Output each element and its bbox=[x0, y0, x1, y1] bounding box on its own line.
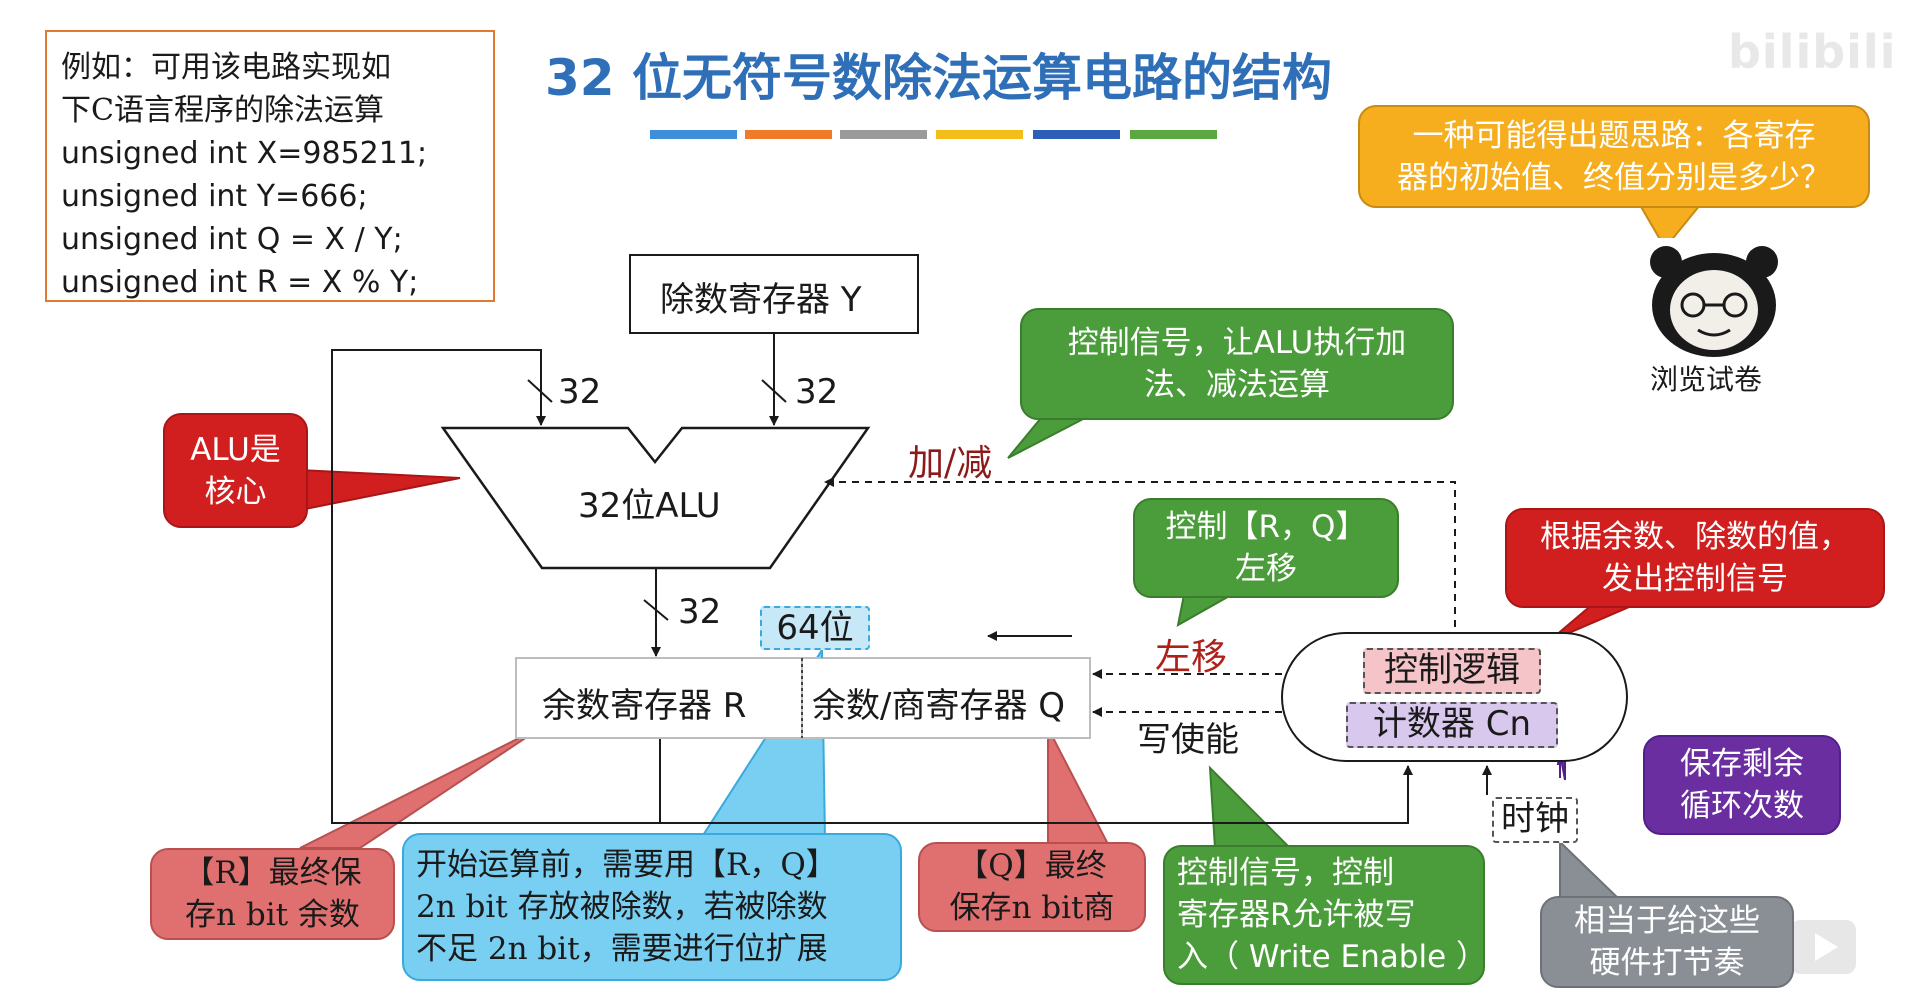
register-q-box bbox=[801, 657, 1091, 739]
code-line-2: 下C语言程序的除法运算 bbox=[61, 93, 384, 128]
alu-shape bbox=[440, 426, 871, 570]
control-logic-note-line-2: 发出控制信号 bbox=[1602, 561, 1788, 597]
rq-register-callout: 开始运算前，需要用【R，Q】 2n bit 存放被除数，若被除数 不足 2n b… bbox=[402, 833, 902, 981]
alu-core-line-2: 核心 bbox=[204, 473, 267, 510]
write-enable-label: 写使能 bbox=[1137, 720, 1239, 760]
width-right-label: 32 bbox=[795, 372, 839, 412]
alu-control-line-2: 法、减法运算 bbox=[1144, 367, 1330, 403]
panda-caption: 浏览试卷 bbox=[1650, 363, 1763, 396]
counter-feedback-line bbox=[332, 765, 1413, 824]
width-64-tag: 64位 bbox=[760, 606, 870, 650]
divisor-register-label: 除数寄存器 Y bbox=[660, 280, 862, 320]
alu-core-line-1: ALU是 bbox=[190, 431, 281, 468]
write-enable-line-1: 控制信号，控制 bbox=[1177, 855, 1394, 891]
watermark: bilibili bbox=[1728, 25, 1897, 79]
add-sub-label: 加/减 bbox=[908, 443, 993, 484]
write-enable-tail bbox=[1208, 765, 1293, 849]
clock-box: 时钟 bbox=[1492, 797, 1578, 843]
code-line-1: 例如：可用该电路实现如 bbox=[61, 50, 391, 85]
play-icon bbox=[1790, 920, 1856, 974]
control-logic-note-line-1: 根据余数、除数的值， bbox=[1540, 519, 1850, 555]
alu-core-tail bbox=[299, 468, 461, 512]
code-line-6: unsigned int R = X % Y; bbox=[61, 265, 419, 300]
r-note-tail bbox=[299, 724, 546, 849]
shift-left-label: 左移 bbox=[1155, 637, 1228, 678]
alu-core-callout: ALU是 核心 bbox=[163, 413, 308, 528]
quotient-register-label: 余数/商寄存器 Q bbox=[812, 686, 1066, 726]
control-to-alu-line bbox=[824, 477, 1456, 640]
question-line-2: 器的初始值、终值分别是多少？ bbox=[1397, 159, 1831, 196]
question-line-1: 一种可能得出题思路：各寄存 bbox=[1412, 117, 1816, 154]
width-out-label: 32 bbox=[678, 592, 722, 632]
q-register-callout: 【Q】最终 保存n bit商 bbox=[918, 842, 1146, 932]
counter-note-line-2: 循环次数 bbox=[1680, 788, 1804, 824]
control-logic-box: 控制逻辑 bbox=[1363, 648, 1541, 694]
code-line-3: unsigned int X=985211; bbox=[61, 136, 428, 171]
clock-note-tail bbox=[1559, 839, 1623, 901]
feedback-line bbox=[331, 349, 661, 824]
register-r-box bbox=[515, 657, 803, 739]
code-line-5: unsigned int Q = X / Y; bbox=[61, 222, 403, 257]
shift-control-callout: 控制【R，Q】 左移 bbox=[1133, 498, 1399, 598]
title-bar-1 bbox=[650, 130, 737, 139]
rq-note-line-3: 不足 2n bit，需要进行位扩展 bbox=[416, 931, 828, 967]
q-note-tail bbox=[1047, 727, 1112, 849]
title-bar-4 bbox=[936, 130, 1023, 139]
clock-note-line-2: 硬件打节奏 bbox=[1589, 945, 1745, 981]
title-bar-2 bbox=[745, 130, 832, 139]
alu-control-callout: 控制信号，让ALU执行加 法、减法运算 bbox=[1020, 308, 1454, 420]
code-line-4: unsigned int Y=666; bbox=[61, 179, 368, 214]
width-left-label: 32 bbox=[558, 372, 602, 412]
shift-control-line-1: 控制【R，Q】 bbox=[1165, 509, 1367, 545]
q-note-line-2: 保存n bit商 bbox=[949, 890, 1115, 926]
title-bar-3 bbox=[840, 130, 927, 139]
r-note-line-2: 存n bit 余数 bbox=[185, 897, 360, 933]
title-bar-5 bbox=[1033, 130, 1120, 139]
counter-callout: 保存剩余 循环次数 bbox=[1643, 735, 1841, 835]
page-title: 32 位无符号数除法运算电路的结构 bbox=[545, 49, 1332, 107]
panda-icon bbox=[1633, 238, 1795, 360]
alu-control-line-1: 控制信号，让ALU执行加 bbox=[1067, 325, 1407, 361]
write-enable-line-3: 入（ Write Enable ） bbox=[1177, 939, 1487, 975]
r-note-line-1: 【R】最终保 bbox=[183, 855, 362, 891]
rq-note-line-2: 2n bit 存放被除数，若被除数 bbox=[416, 889, 828, 925]
counter-box: 计数器 Cn bbox=[1346, 702, 1558, 748]
alu-label: 32位ALU bbox=[578, 486, 721, 526]
r-register-callout: 【R】最终保 存n bit 余数 bbox=[150, 848, 395, 940]
shift-control-line-2: 左移 bbox=[1235, 551, 1297, 587]
clock-callout: 相当于给这些 硬件打节奏 bbox=[1540, 896, 1794, 988]
control-logic-callout: 根据余数、除数的值， 发出控制信号 bbox=[1505, 508, 1885, 608]
clock-note-line-1: 相当于给这些 bbox=[1574, 903, 1760, 939]
rq-note-line-1: 开始运算前，需要用【R，Q】 bbox=[416, 847, 837, 883]
write-enable-callout: 控制信号，控制 寄存器R允许被写 入（ Write Enable ） bbox=[1163, 845, 1487, 985]
code-example-box: 例如：可用该电路实现如 下C语言程序的除法运算 unsigned int X=9… bbox=[45, 30, 495, 302]
q-note-line-1: 【Q】最终 bbox=[957, 848, 1107, 884]
title-bar-6 bbox=[1130, 130, 1217, 139]
counter-note-line-1: 保存剩余 bbox=[1680, 746, 1804, 782]
question-callout: 一种可能得出题思路：各寄存 器的初始值、终值分别是多少？ bbox=[1358, 105, 1870, 208]
remainder-register-label: 余数寄存器 R bbox=[542, 686, 747, 726]
write-enable-line-2: 寄存器R允许被写 bbox=[1177, 897, 1416, 933]
